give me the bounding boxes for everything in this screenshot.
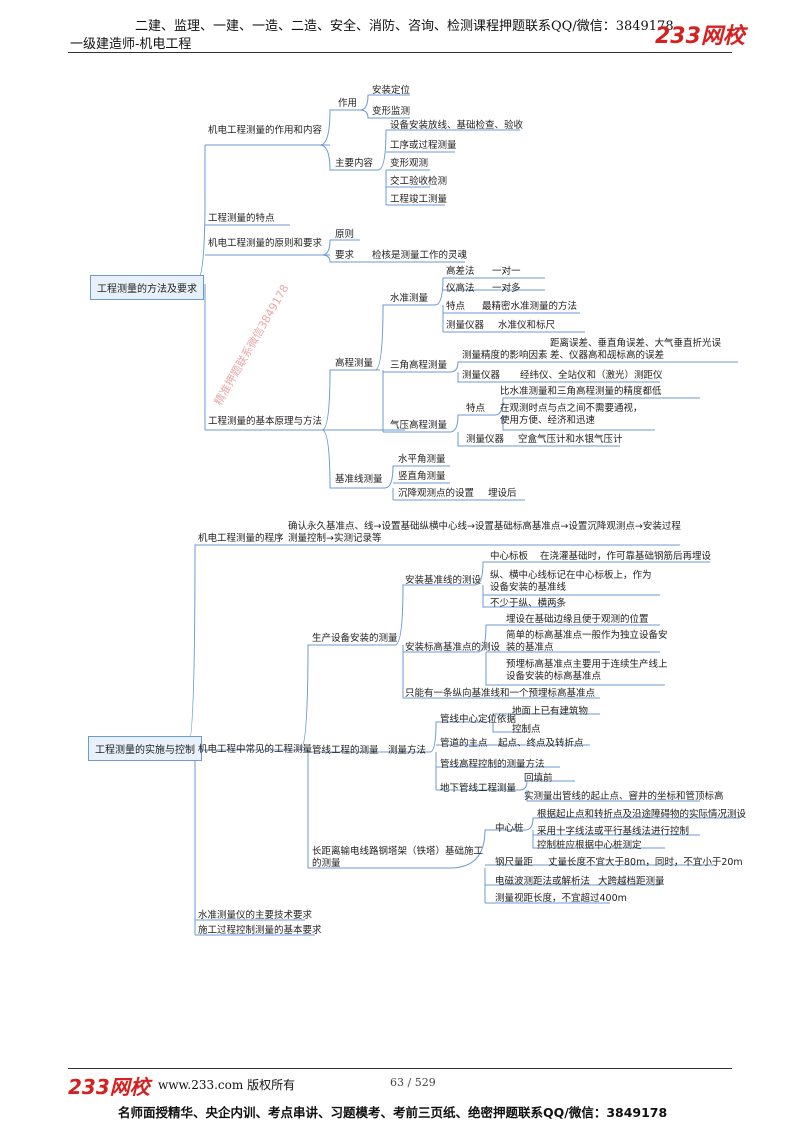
node-leveling-feature-1: 最精密水准测量的方法 — [482, 301, 578, 312]
node-emw-distance: 电磁波测距法或解析法 — [495, 876, 591, 887]
node-underground-2: 实测量出管线的起止点、窨井的坐标和管顶标高 — [524, 791, 724, 802]
node-role: 作用 — [338, 98, 358, 109]
footer-divider — [68, 1068, 732, 1069]
page-subtitle: 一级建造师-机电工程 — [70, 37, 192, 52]
node-benchmark-2: 简单的标高基准点一般作为独立设备安装的基准点 — [506, 630, 668, 653]
node-leveling-tech-req: 水准测量仪的主要技术要求 — [198, 910, 313, 921]
footer-logo: 233网校 — [68, 1075, 150, 1099]
node-elevation: 高程测量 — [335, 358, 374, 369]
node-leveling-instrument: 测量仪器 — [446, 320, 485, 331]
node-measure-method: 测量方法 — [388, 745, 427, 756]
node-pipeline-positioning-1: 地面上已有建筑物 — [512, 706, 589, 717]
node-main-content: 主要内容 — [335, 158, 374, 169]
node-procedure: 机电工程测量的程序 — [198, 533, 284, 544]
node-sight-distance: 测量视距长度，不宜超过400m — [495, 893, 627, 904]
node-barometric: 气压高程测量 — [390, 420, 448, 431]
node-role-2: 变形监测 — [372, 106, 411, 117]
node-trig-leveling: 三角高程测量 — [390, 360, 448, 371]
footer-contact-line: 名师面授精华、央企内训、考点串讲、习题模考、考前三页纸、绝密押题联系QQ/微信：… — [118, 1105, 668, 1120]
node-content-4: 交工验收检测 — [390, 176, 448, 187]
header-divider — [68, 52, 732, 53]
node-install-baseline: 安装基准线的测设 — [405, 575, 482, 586]
node-instrument-height-1: 一对多 — [492, 283, 521, 294]
node-content-3: 变形观测 — [390, 158, 429, 169]
node-barometric-feature: 特点 — [466, 403, 486, 414]
node-steel-tape-1: 丈量长度不宜大于80m，同时，不宜小于20m — [548, 857, 743, 868]
node-center-plate-2: 纵、横中心线标记在中心标板上，作为设备安装的基准线 — [490, 570, 652, 593]
node-principles: 机电工程测量的原则和要求 — [208, 238, 323, 249]
node-barometric-feature-1: 比水准测量和三角高程测量的精度都低 — [500, 386, 662, 397]
node-pipeline-positioning: 管线中心定位依据 — [440, 714, 517, 725]
node-center-plate: 中心标板 — [490, 551, 529, 562]
node-settlement-point-1: 埋设后 — [488, 488, 517, 499]
node-leveling: 水准测量 — [390, 293, 429, 304]
node-procedure-1: 确认永久基准点、线→设置基础纵横中心线→设置基础标高基准点→设置沉降观测点→安装… — [288, 521, 681, 544]
root-measurement-methods: 工程测量的方法及要求 — [90, 275, 204, 300]
node-center-stake-2: 采用十字线法或平行基线法进行控制 — [537, 826, 690, 837]
node-center-stake-1: 根据起止点和转折点及沿途障碍物的实际情况测设 — [537, 809, 747, 820]
node-horizontal-angle: 水平角测量 — [398, 454, 446, 465]
node-trig-factors: 测量精度的影响因素 — [462, 350, 548, 361]
brand-logo: 233网校 — [655, 24, 745, 49]
node-baseline: 基准线测量 — [335, 474, 383, 485]
node-pipe-main-points: 管道的主点 — [440, 738, 488, 749]
node-pipeline-positioning-2: 控制点 — [512, 724, 541, 735]
node-benchmark-3: 预埋标高基准点主要用于连续生产线上设备安装的标高基准点 — [506, 659, 668, 682]
node-trig-factors-1: 距离误差、垂直角误差、大气垂直折光误差、仪器高和觇标高的误差 — [550, 338, 722, 361]
node-common-measurement: 机电工程中常见的工程测量 — [198, 744, 313, 755]
node-role-1: 安装定位 — [372, 85, 411, 96]
node-pipe-main-points-1: 起点、终点及转折点 — [498, 738, 584, 749]
node-features: 工程测量的特点 — [208, 213, 275, 224]
page-number: 63 / 529 — [390, 1076, 436, 1089]
node-center-plate-1: 在浇灌基础时，作可靠基础钢筋后再埋设 — [540, 551, 712, 562]
node-equipment-install: 生产设备安装的测量 — [312, 633, 398, 644]
node-height-diff-1: 一对一 — [492, 266, 521, 277]
node-emw-distance-1: 大跨越档距测量 — [598, 876, 665, 887]
node-barometric-feature-2: 在观测时点与点之间不需要通视，使用方便、经济和迅速 — [500, 403, 643, 426]
node-benchmark-1: 埋设在基础边缘且便于观测的位置 — [506, 614, 649, 625]
root-implementation-control: 工程测量的实施与控制 — [88, 736, 202, 761]
node-leveling-instrument-1: 水准仪和标尺 — [498, 320, 556, 331]
node-install-benchmark: 安装标高基准点的测设 — [405, 642, 501, 653]
node-principle: 原则 — [335, 229, 355, 240]
node-center-stake: 中心桩 — [495, 823, 524, 834]
node-vertical-angle: 竖直角测量 — [398, 471, 446, 482]
node-underground-pipeline: 地下管线工程测量 — [440, 783, 517, 794]
node-steel-tape: 钢尺量距 — [495, 857, 534, 868]
node-leveling-feature: 特点 — [446, 301, 466, 312]
node-basic-principles: 工程测量的基本原理与方法 — [208, 416, 323, 427]
node-instrument-height: 仪高法 — [446, 283, 475, 294]
node-barometric-instrument: 测量仪器 — [466, 434, 505, 445]
node-requirement-1: 检核是测量工作的灵魂 — [372, 250, 468, 261]
node-benchmark-4: 只能有一条纵向基准线和一个预埋标高基准点 — [405, 688, 596, 699]
node-content-2: 工序或过程测量 — [390, 140, 457, 151]
node-content-5: 工程竣工测量 — [390, 194, 448, 205]
node-pipeline-elevation: 管线高程控制的测量方法 — [440, 759, 545, 770]
node-settlement-point: 沉降观测点的设置 — [398, 488, 475, 499]
node-role-content: 机电工程测量的作用和内容 — [208, 125, 323, 136]
node-barometric-instrument-1: 空盒气压计和水银气压计 — [518, 434, 623, 445]
node-center-plate-3: 不少于纵、横两条 — [490, 598, 567, 609]
node-underground-1: 回填前 — [524, 773, 553, 784]
node-height-diff: 高差法 — [446, 266, 475, 277]
header-contact-line: 二建、监理、一建、一造、二造、安全、消防、咨询、检测课程押题联系QQ/微信：38… — [135, 19, 674, 34]
node-trig-instrument-1: 经纬仪、全站仪和（激光）测距仪 — [520, 370, 663, 381]
footer-site: www.233.com 版权所有 — [158, 1078, 296, 1092]
node-content-1: 设备安装放线、基础检查、验收 — [390, 120, 524, 131]
node-pipeline: 管线工程的测量 — [312, 745, 379, 756]
node-long-distance-line: 长距离输电线路钢塔架（铁塔）基础施工的测量 — [312, 846, 484, 869]
node-center-stake-3: 控制桩应根据中心桩测定 — [537, 840, 642, 851]
node-trig-instrument: 测量仪器 — [462, 370, 501, 381]
node-requirement: 要求 — [335, 250, 355, 261]
node-construction-control: 施工过程控制测量的基本要求 — [198, 925, 322, 936]
